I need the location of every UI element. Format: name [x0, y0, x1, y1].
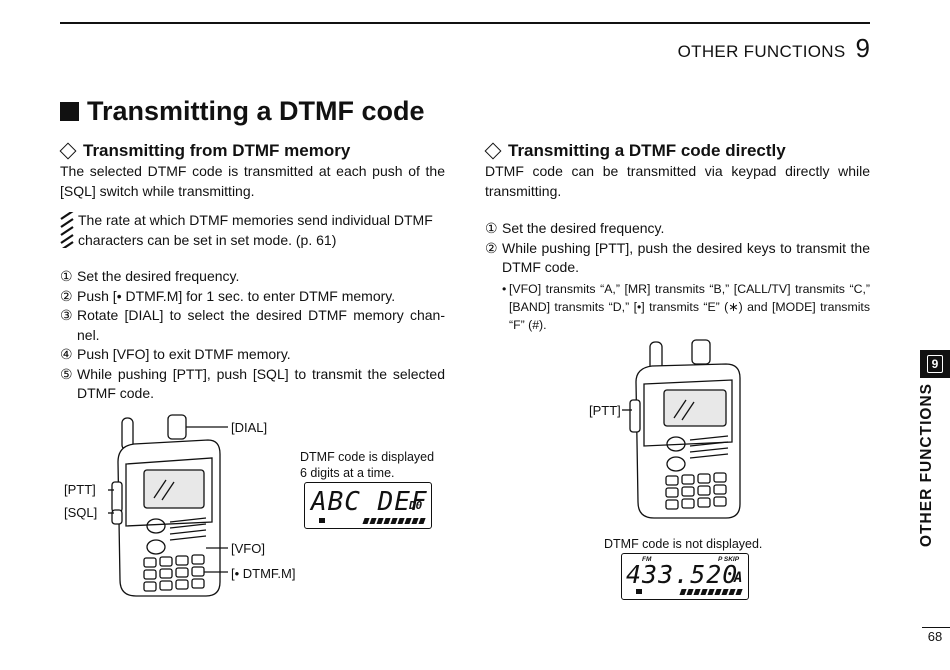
chapter-tab: 9 [920, 350, 950, 378]
header-chapter-number: 9 [855, 33, 870, 63]
lcd-fm-indicator: FM [642, 556, 652, 563]
top-rule [60, 22, 870, 24]
note-hatch-icon [60, 212, 74, 248]
left-caption: DTMF code is displayed 6 digits at a tim… [300, 450, 435, 480]
lcd-main-readout: ABC DEF [311, 487, 428, 517]
left-heading-text: Transmitting from DTMF memory [83, 141, 351, 160]
left-note: The rate at which DTMF memories send ind… [60, 211, 445, 250]
lcd-memory-letter: A [734, 570, 743, 586]
left-heading: Transmitting from DTMF memory [59, 141, 445, 161]
chapter-tab-label: OTHER FUNCTIONS [918, 383, 935, 547]
chapter-tab-number: 9 [927, 355, 943, 373]
lcd-display-dtmf: ABC DEF D0 [304, 482, 432, 529]
right-caption: DTMF code is not displayed. [604, 537, 763, 551]
signal-meter-icon [319, 518, 426, 524]
left-column: Transmitting from DTMF memory The select… [59, 141, 445, 404]
page-title-text: Transmitting a DTMF code [87, 96, 425, 126]
label-ptt-right: [PTT] [589, 403, 621, 418]
lcd-pskip-indicator: P SKIP [718, 556, 740, 563]
label-ptt-left: [PTT] [64, 482, 96, 497]
bullet-item: •[VFO] transmits “A,” [MR] transmits “B,… [502, 281, 870, 332]
right-intro: DTMF code can be transmitted via keypad … [485, 163, 870, 199]
page-title: Transmitting a DTMF code [60, 96, 425, 127]
page-number-rule [922, 627, 950, 628]
radio-illustration-left [108, 414, 228, 597]
lcd-sub-readout: D0 [409, 499, 423, 512]
right-heading: Transmitting a DTMF code directly [484, 141, 870, 161]
lcd-display-frequency: FM P SKIP 433.520 A [621, 553, 749, 600]
right-heading-text: Transmitting a DTMF code directly [508, 141, 786, 160]
lcd-frequency-readout: 433.520 [626, 560, 739, 589]
running-header: OTHER FUNCTIONS 9 [678, 33, 870, 64]
header-section: OTHER FUNCTIONS [677, 42, 846, 61]
diamond-icon [484, 142, 502, 160]
page-number: 68 [927, 629, 943, 644]
label-vfo: [VFO] [231, 541, 265, 556]
label-dial: [DIAL] [231, 420, 268, 435]
signal-meter-icon [636, 589, 743, 595]
square-bullet-icon [60, 102, 79, 121]
radio-illustration-right [622, 339, 741, 519]
label-dtmfm: [• DTMF.M] [231, 566, 296, 581]
left-intro: The selected DTMF code is transmitted at… [60, 163, 445, 199]
left-note-text: The rate at which DTMF memories send ind… [78, 212, 433, 248]
diamond-icon [59, 142, 77, 160]
right-column: Transmitting a DTMF code directly DTMF c… [484, 141, 870, 334]
label-sql: [SQL] [64, 505, 98, 520]
